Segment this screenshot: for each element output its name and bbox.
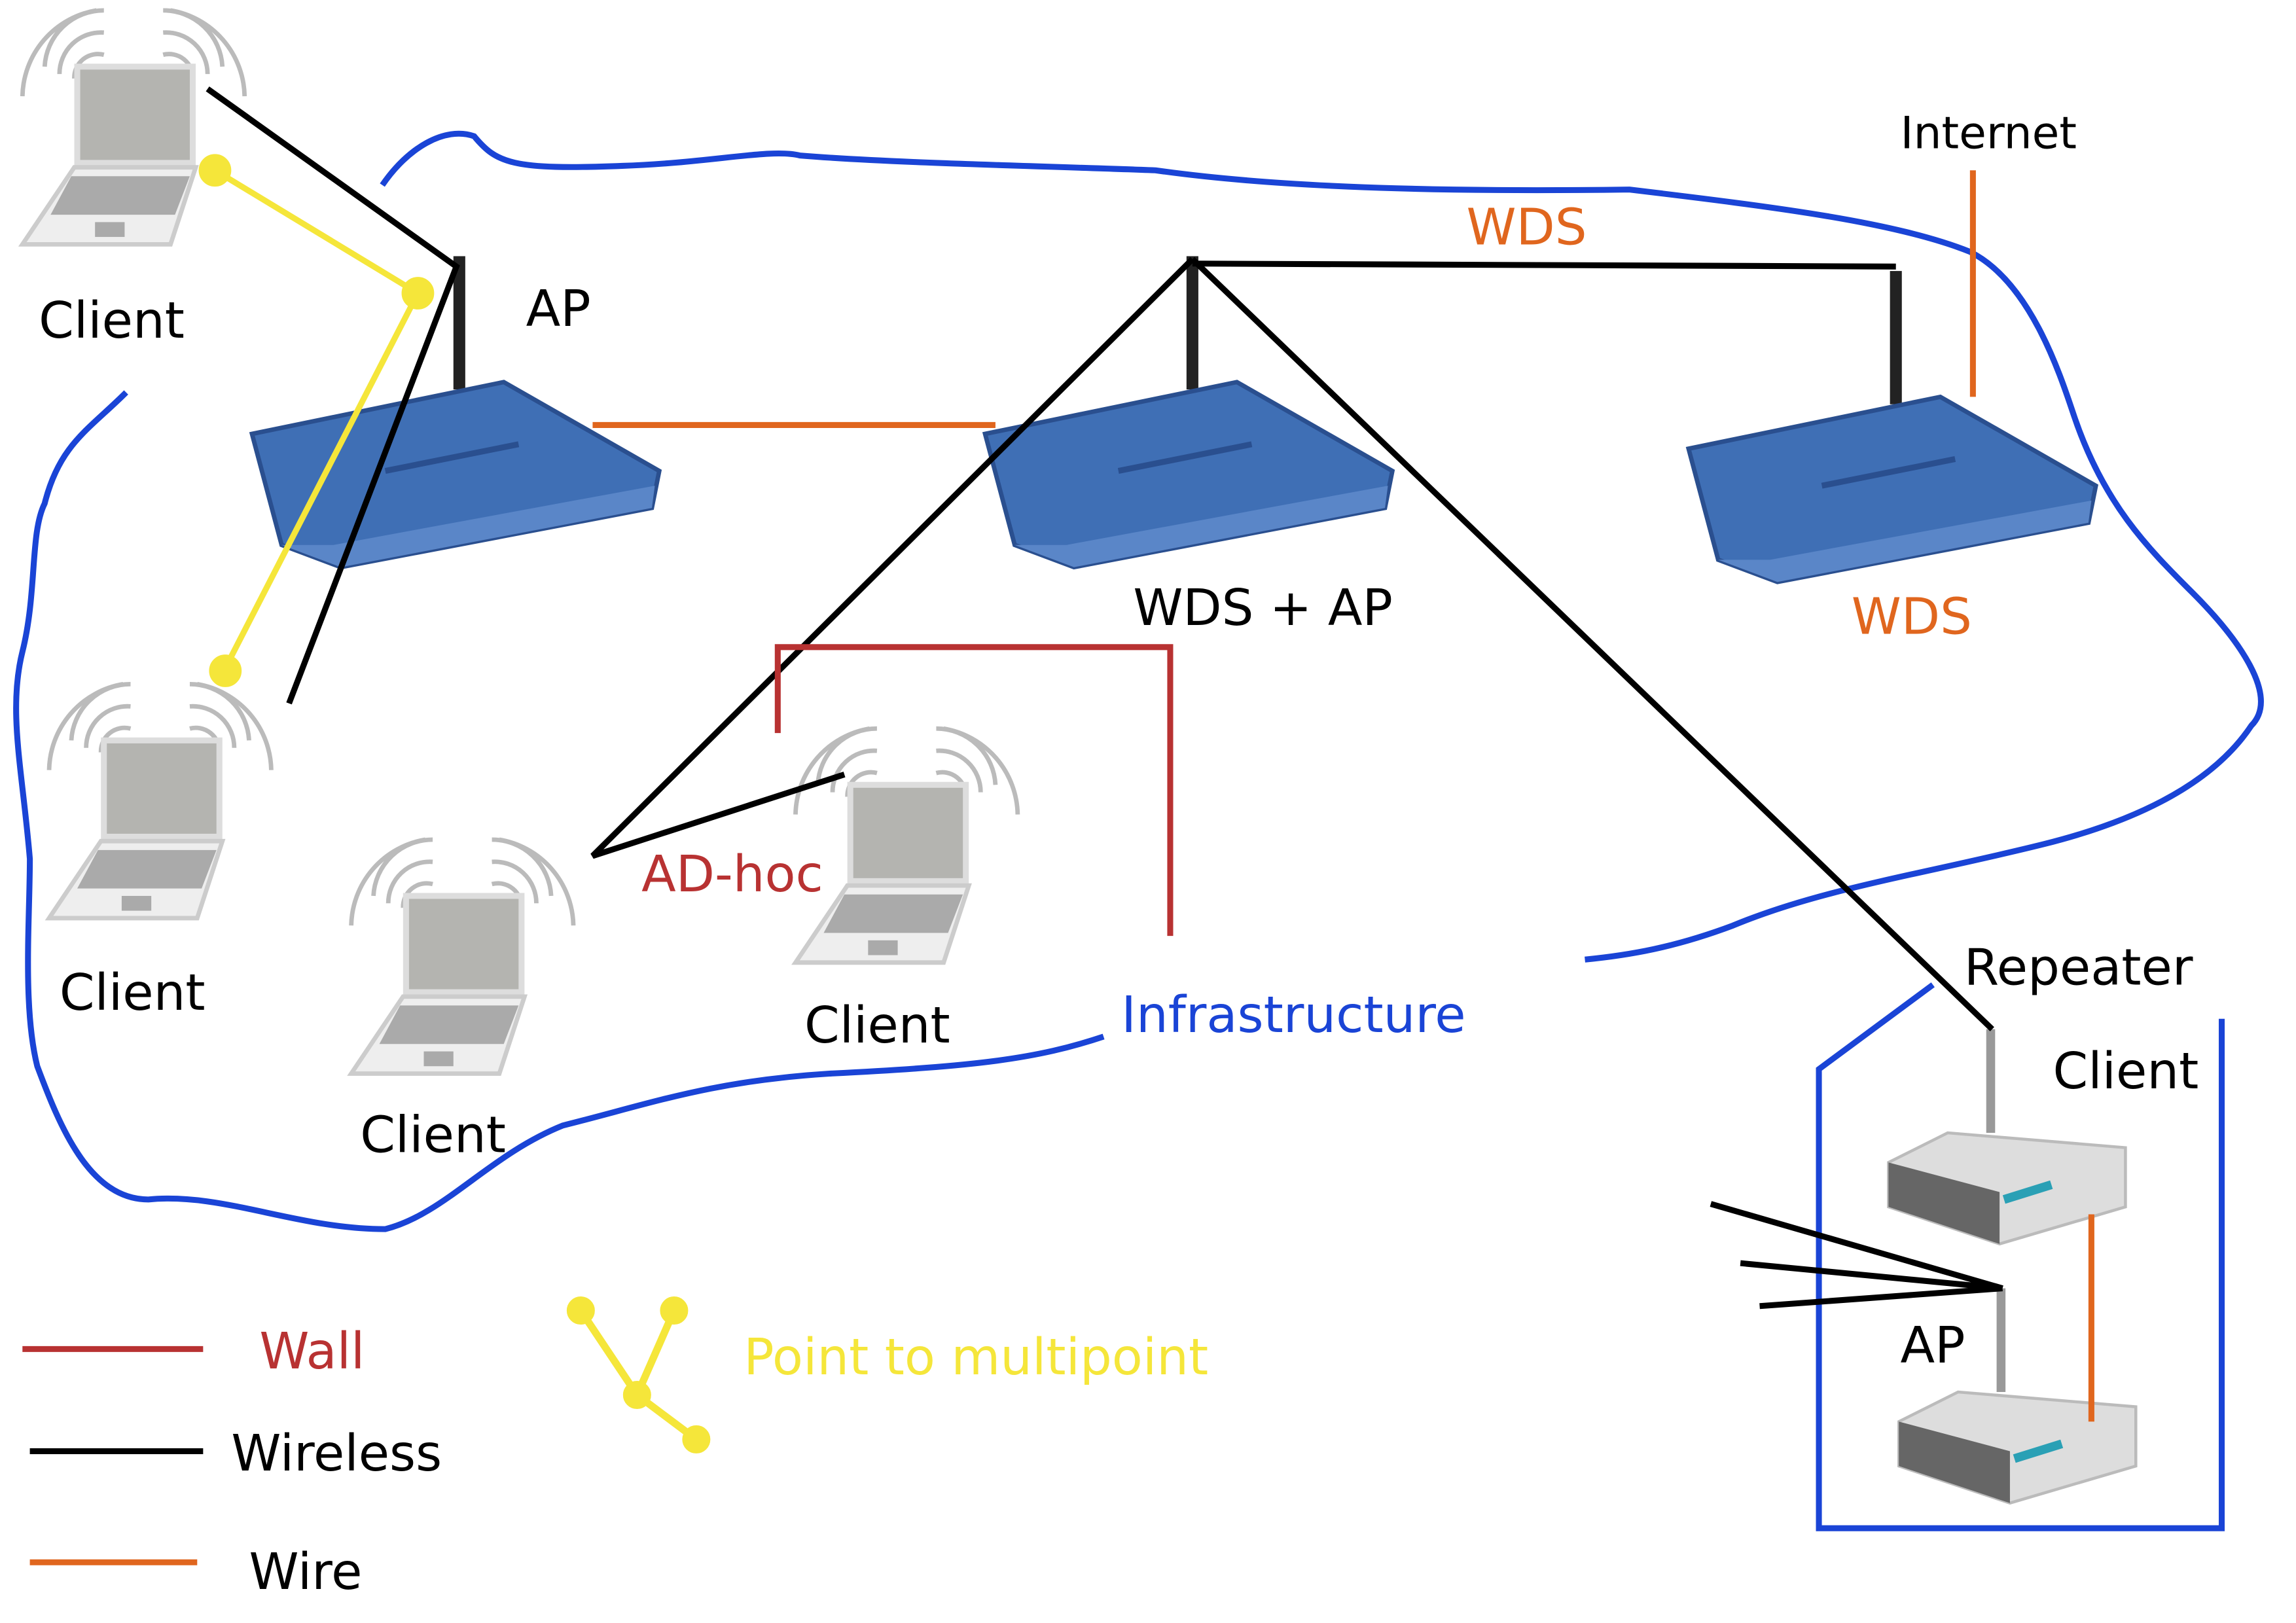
wireless-router-icon xyxy=(985,256,1392,567)
label-ap-repeater: AP xyxy=(1900,1317,1965,1375)
label-client-mid: Client xyxy=(360,1106,506,1164)
legend-wire: Wire xyxy=(249,1543,362,1601)
repeater-enclosure xyxy=(1816,982,2225,1531)
label-repeater: Repeater xyxy=(1964,939,2193,997)
label-ap: AP xyxy=(526,280,591,338)
label-wds-right: WDS xyxy=(1852,588,1972,646)
legend-wall: Wall xyxy=(259,1323,365,1381)
infrastructure-boundary xyxy=(13,130,2264,1232)
p2mp-links xyxy=(198,154,435,687)
label-client-repeater: Client xyxy=(2053,1043,2199,1101)
wall xyxy=(774,644,1174,936)
laptop-icon xyxy=(22,10,244,245)
label-client-right: Client xyxy=(804,997,950,1055)
label-client-left: Client xyxy=(60,964,206,1022)
label-wds-top: WDS xyxy=(1466,198,1587,257)
label-internet: Internet xyxy=(1900,107,2077,159)
label-client-top: Client xyxy=(39,292,185,350)
laptop-icon xyxy=(795,728,1017,963)
legend: Wall Wireless Wire Point to multipoint xyxy=(22,1296,1208,1601)
label-wds-ap: WDS + AP xyxy=(1133,579,1392,637)
wireless-links xyxy=(206,86,2003,1310)
laptop-icon xyxy=(49,684,271,918)
wireless-router-icon xyxy=(252,256,659,567)
wire-links xyxy=(592,170,2094,1422)
legend-wireless: Wireless xyxy=(231,1425,442,1483)
label-infrastructure: Infrastructure xyxy=(1121,986,1465,1044)
laptop-icon xyxy=(351,840,573,1074)
label-adhoc: AD-hoc xyxy=(641,846,823,904)
legend-p2mp: Point to multipoint xyxy=(744,1329,1208,1387)
